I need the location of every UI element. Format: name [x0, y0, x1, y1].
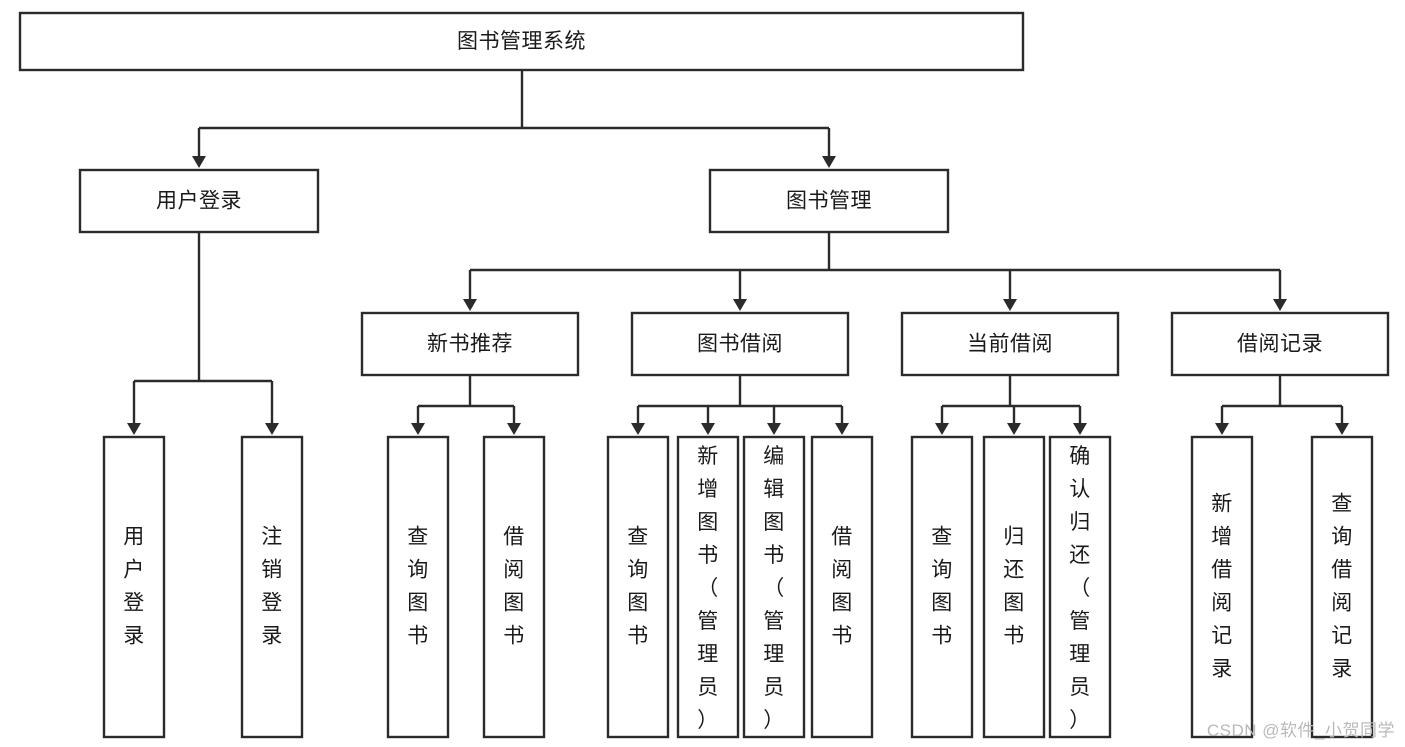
node-leaf-re-query[interactable]: 查询借阅记录 [1310, 435, 1374, 739]
node-label: 当前借阅 [967, 333, 1053, 356]
connector-group-root [192, 70, 836, 168]
node-label: 查询图书 [627, 525, 649, 647]
node-label: 图书借阅 [697, 333, 783, 356]
connector-group-bookmgmt [463, 232, 1287, 311]
node-box[interactable] [742, 435, 806, 739]
node-label: 新书推荐 [427, 333, 513, 356]
node-label: 借阅图书 [503, 525, 525, 647]
node-box[interactable] [102, 435, 166, 739]
node-leaf-cu-confirm[interactable]: 确认归还（管理员） [1048, 435, 1112, 739]
node-label: 编辑图书（管理员） [763, 445, 785, 732]
node-login[interactable]: 用户登录 [78, 168, 320, 234]
node-box[interactable] [676, 435, 740, 739]
node-box[interactable] [1170, 311, 1390, 377]
node-box[interactable] [900, 311, 1120, 377]
connector-group-current [935, 375, 1087, 435]
node-leaf-re-add[interactable]: 新增借阅记录 [1190, 435, 1254, 739]
node-bookmgmt[interactable]: 图书管理 [708, 168, 950, 234]
node-records[interactable]: 借阅记录 [1170, 311, 1390, 377]
node-leaf-cu-query[interactable]: 查询图书 [910, 435, 974, 739]
node-box[interactable] [606, 435, 670, 739]
node-label: 新增借阅记录 [1211, 492, 1233, 680]
node-label: 注销登录 [261, 525, 283, 647]
node-label: 借阅记录 [1237, 333, 1323, 356]
node-box[interactable] [1048, 435, 1112, 739]
node-box[interactable] [386, 435, 450, 739]
node-label: 查询借阅记录 [1331, 492, 1353, 680]
connector-group-borrow [631, 375, 849, 435]
node-current[interactable]: 当前借阅 [900, 311, 1120, 377]
node-box[interactable] [240, 435, 304, 739]
node-label: 用户登录 [156, 190, 242, 213]
node-leaf-cu-return[interactable]: 归还图书 [982, 435, 1046, 739]
node-newbook[interactable]: 新书推荐 [360, 311, 580, 377]
node-leaf-nb-query[interactable]: 查询图书 [386, 435, 450, 739]
node-box[interactable] [1310, 435, 1374, 739]
node-leaf-bo-add[interactable]: 新增图书（管理员） [676, 435, 740, 739]
connectors-layer [127, 70, 1349, 435]
node-leaf-bo-borrow[interactable]: 借阅图书 [810, 435, 874, 739]
node-box[interactable] [982, 435, 1046, 739]
nodes-layer: 图书管理系统用户登录图书管理新书推荐图书借阅当前借阅借阅记录用户登录注销登录查询… [18, 11, 1390, 739]
node-leaf-bo-query[interactable]: 查询图书 [606, 435, 670, 739]
node-label: 新增图书（管理员） [697, 445, 719, 732]
node-leaf-bo-edit[interactable]: 编辑图书（管理员） [742, 435, 806, 739]
node-box[interactable] [360, 311, 580, 377]
node-label: 用户登录 [123, 525, 145, 647]
node-box[interactable] [708, 168, 950, 234]
node-box[interactable] [1190, 435, 1254, 739]
node-label: 借阅图书 [831, 525, 853, 647]
node-label: 归还图书 [1003, 525, 1025, 647]
node-root[interactable]: 图书管理系统 [18, 11, 1025, 72]
node-borrow[interactable]: 图书借阅 [630, 311, 850, 377]
node-box[interactable] [482, 435, 546, 739]
node-box[interactable] [630, 311, 850, 377]
node-box[interactable] [910, 435, 974, 739]
node-label: 查询图书 [407, 525, 429, 647]
node-box[interactable] [810, 435, 874, 739]
node-label: 图书管理系统 [457, 30, 586, 53]
connector-group-records [1215, 375, 1349, 435]
node-box[interactable] [18, 11, 1025, 72]
connector-group-login [127, 232, 279, 435]
node-label: 查询图书 [931, 525, 953, 647]
node-leaf-user-logout[interactable]: 注销登录 [240, 435, 304, 739]
node-leaf-nb-borrow[interactable]: 借阅图书 [482, 435, 546, 739]
node-leaf-user-login[interactable]: 用户登录 [102, 435, 166, 739]
node-label: 确认归还（管理员） [1069, 445, 1091, 732]
node-label: 图书管理 [786, 190, 872, 213]
node-box[interactable] [78, 168, 320, 234]
connector-group-newbook [411, 375, 521, 435]
